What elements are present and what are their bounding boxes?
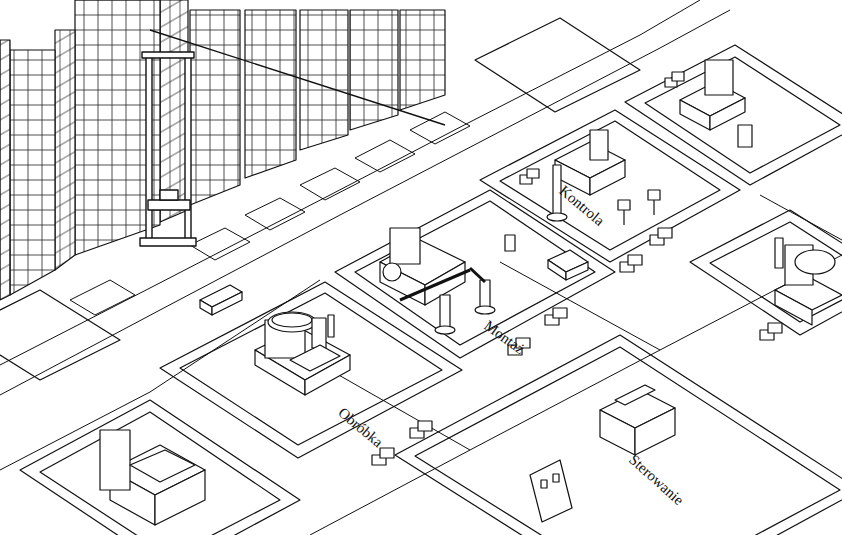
assembly-cell	[380, 228, 515, 334]
high-bay-rack	[0, 0, 445, 300]
area-label: Obróbka	[335, 405, 385, 450]
cmm-station	[547, 130, 660, 225]
machine-tool	[680, 60, 752, 147]
control-cabinet	[530, 385, 675, 522]
area-label: Sterowanie	[626, 452, 686, 508]
stacker-crane	[140, 30, 445, 246]
machining-center-right	[775, 238, 842, 325]
machining-center	[255, 312, 350, 395]
pallets	[372, 72, 782, 465]
machining-center-left	[100, 430, 205, 525]
